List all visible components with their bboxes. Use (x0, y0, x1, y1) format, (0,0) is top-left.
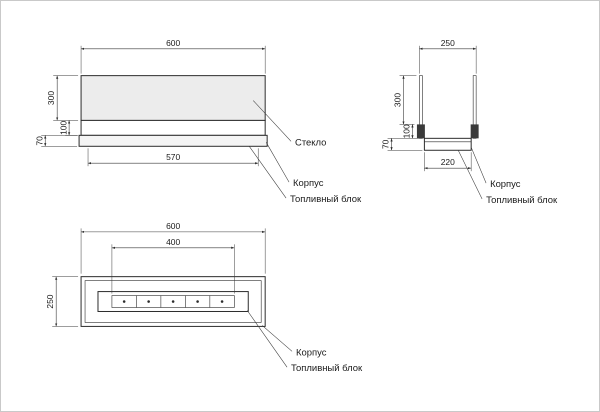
front-dim-inner-width-text: 570 (166, 152, 180, 162)
top-body-rim (84, 280, 262, 323)
top-dim-width: 600 (80, 221, 266, 274)
side-dim-depth: 250 (419, 38, 477, 74)
front-label-body: Корпус (293, 178, 324, 189)
front-dim-fuel-height: 100 (59, 120, 79, 136)
front-dim-base-height-text: 70 (34, 136, 44, 146)
front-label-fuel: Топливный блок (290, 194, 362, 205)
top-dim-depth-text: 250 (45, 294, 55, 308)
front-body-panel (80, 119, 266, 136)
side-dim-depth-text: 250 (441, 38, 455, 48)
front-view: 600 570 300 100 70 (34, 38, 362, 205)
front-dim-width: 600 (80, 38, 266, 74)
side-dim-glass-height-text: 300 (393, 93, 403, 107)
side-front-bracket (416, 124, 425, 139)
top-burner-nozzles (122, 300, 224, 303)
front-dim-fuel-height-text: 100 (59, 121, 69, 135)
top-fuel-slot (111, 295, 235, 308)
side-dim-fuel-height: 100 (401, 124, 414, 138)
front-dim-glass-height-text: 300 (46, 91, 56, 105)
side-rear-bracket (470, 124, 479, 139)
side-label-body: Корпус (490, 179, 521, 190)
top-dim-depth: 250 (45, 276, 79, 327)
top-dim-slot-width-text: 400 (166, 237, 180, 247)
side-dim-base-depth-text: 220 (441, 157, 455, 167)
top-dim-width-text: 600 (166, 221, 180, 231)
side-callouts: Корпус Топливный блок (457, 147, 558, 206)
front-label-glass: Стекло (295, 137, 326, 148)
side-dim-fuel-height-text: 100 (401, 124, 411, 138)
front-dim-glass-height: 300 (46, 75, 79, 121)
front-glass-panel (80, 75, 266, 121)
top-dim-slot-width: 400 (111, 237, 235, 294)
top-callouts: Корпус Топливный блок (247, 310, 363, 374)
front-dim-width-text: 600 (166, 38, 180, 48)
side-view: 250 300 100 70 220 (381, 38, 558, 206)
side-dim-base-height-text: 70 (381, 139, 391, 149)
front-base-panel (78, 134, 268, 147)
side-base-panel (423, 137, 472, 151)
front-dim-base-height: 70 (34, 135, 78, 147)
top-fuel-dividers (136, 295, 211, 308)
top-view: 600 400 250 Корпус Топливный блок (45, 221, 363, 374)
top-label-body: Корпус (296, 347, 327, 358)
side-dim-base-height: 70 (381, 138, 423, 151)
front-dim-inner-width: 570 (87, 148, 259, 167)
side-dim-glass-height: 300 (393, 75, 417, 125)
top-label-fuel: Топливный блок (291, 363, 363, 374)
side-dim-base-depth: 220 (424, 152, 472, 172)
side-label-fuel: Топливный блок (486, 195, 558, 206)
front-callouts: Стекло Корпус Топливный блок (249, 100, 362, 205)
